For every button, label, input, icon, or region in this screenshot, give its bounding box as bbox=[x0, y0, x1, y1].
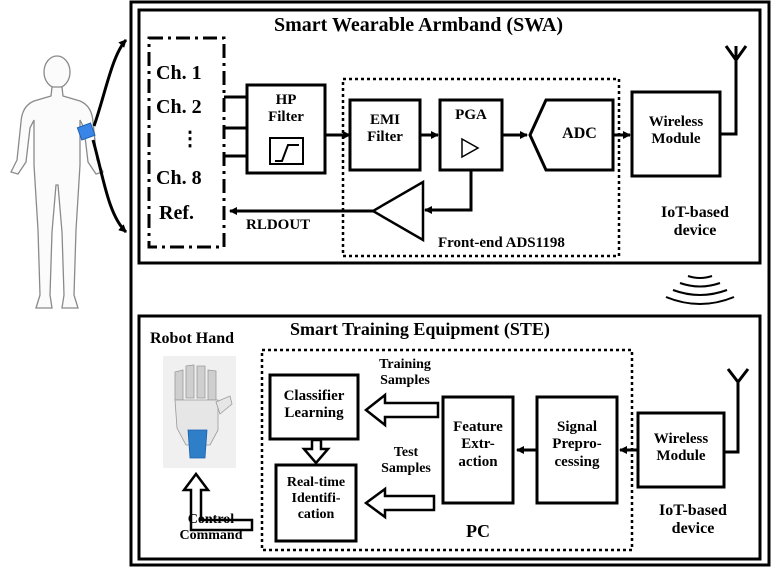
human-body-icon bbox=[10, 55, 104, 309]
rld-feedback-line bbox=[424, 170, 473, 214]
frontend-box bbox=[341, 77, 621, 258]
wireless-wave-icon bbox=[665, 275, 735, 305]
rld-amplifier-icon bbox=[370, 179, 425, 243]
armband-arrow-down bbox=[91, 139, 128, 234]
ste-antenna-icon bbox=[724, 368, 750, 454]
channel-8-label: Ch. 8 bbox=[156, 167, 202, 189]
robot-hand-label: Robot Hand bbox=[150, 330, 235, 347]
feature-box bbox=[441, 395, 515, 505]
channel-wires bbox=[224, 95, 247, 158]
hp-filter-box bbox=[245, 83, 327, 175]
robot-hand-image bbox=[163, 356, 236, 468]
realtime-box bbox=[274, 463, 358, 543]
hollow-arrow-training-icon bbox=[363, 392, 440, 428]
swa-title: Smart Wearable Armband (SWA) bbox=[274, 14, 564, 36]
pga-triangle-icon bbox=[461, 137, 480, 159]
rldout-label: RLDOUT bbox=[246, 217, 311, 233]
hp-filter-response-icon bbox=[269, 137, 304, 165]
hp-curve-icon bbox=[275, 144, 299, 162]
swa-box bbox=[137, 8, 762, 265]
outer-frame bbox=[129, 0, 771, 567]
ste-title: Smart Training Equipment (STE) bbox=[290, 319, 550, 339]
reference-label: Ref. bbox=[159, 202, 194, 224]
channel-1-label: Ch. 1 bbox=[156, 62, 202, 84]
armband-arrow-up bbox=[92, 38, 128, 127]
adc-label: ADC bbox=[562, 125, 597, 142]
hollow-arrow-control-icon bbox=[181, 471, 254, 532]
pc-label: PC bbox=[466, 521, 490, 541]
ste-wireless-box bbox=[636, 411, 726, 489]
channel-2-label: Ch. 2 bbox=[156, 96, 202, 118]
armband-sensor bbox=[76, 122, 96, 141]
hollow-arrow-test-icon bbox=[363, 486, 436, 520]
channel-group-box bbox=[147, 36, 226, 249]
hollow-arrow-down-icon bbox=[301, 438, 331, 465]
pga-label: PGA bbox=[455, 107, 487, 123]
pga-box bbox=[438, 98, 504, 172]
signal-box bbox=[535, 395, 619, 505]
frontend-label: Front-end ADS1198 bbox=[438, 235, 565, 251]
adc-box bbox=[528, 98, 615, 172]
ste-box bbox=[137, 314, 762, 561]
swa-wireless-box bbox=[630, 90, 722, 178]
swa-antenna-icon bbox=[720, 45, 748, 136]
classifier-box bbox=[268, 373, 360, 441]
channel-ellipsis: ⋮ bbox=[180, 128, 200, 150]
